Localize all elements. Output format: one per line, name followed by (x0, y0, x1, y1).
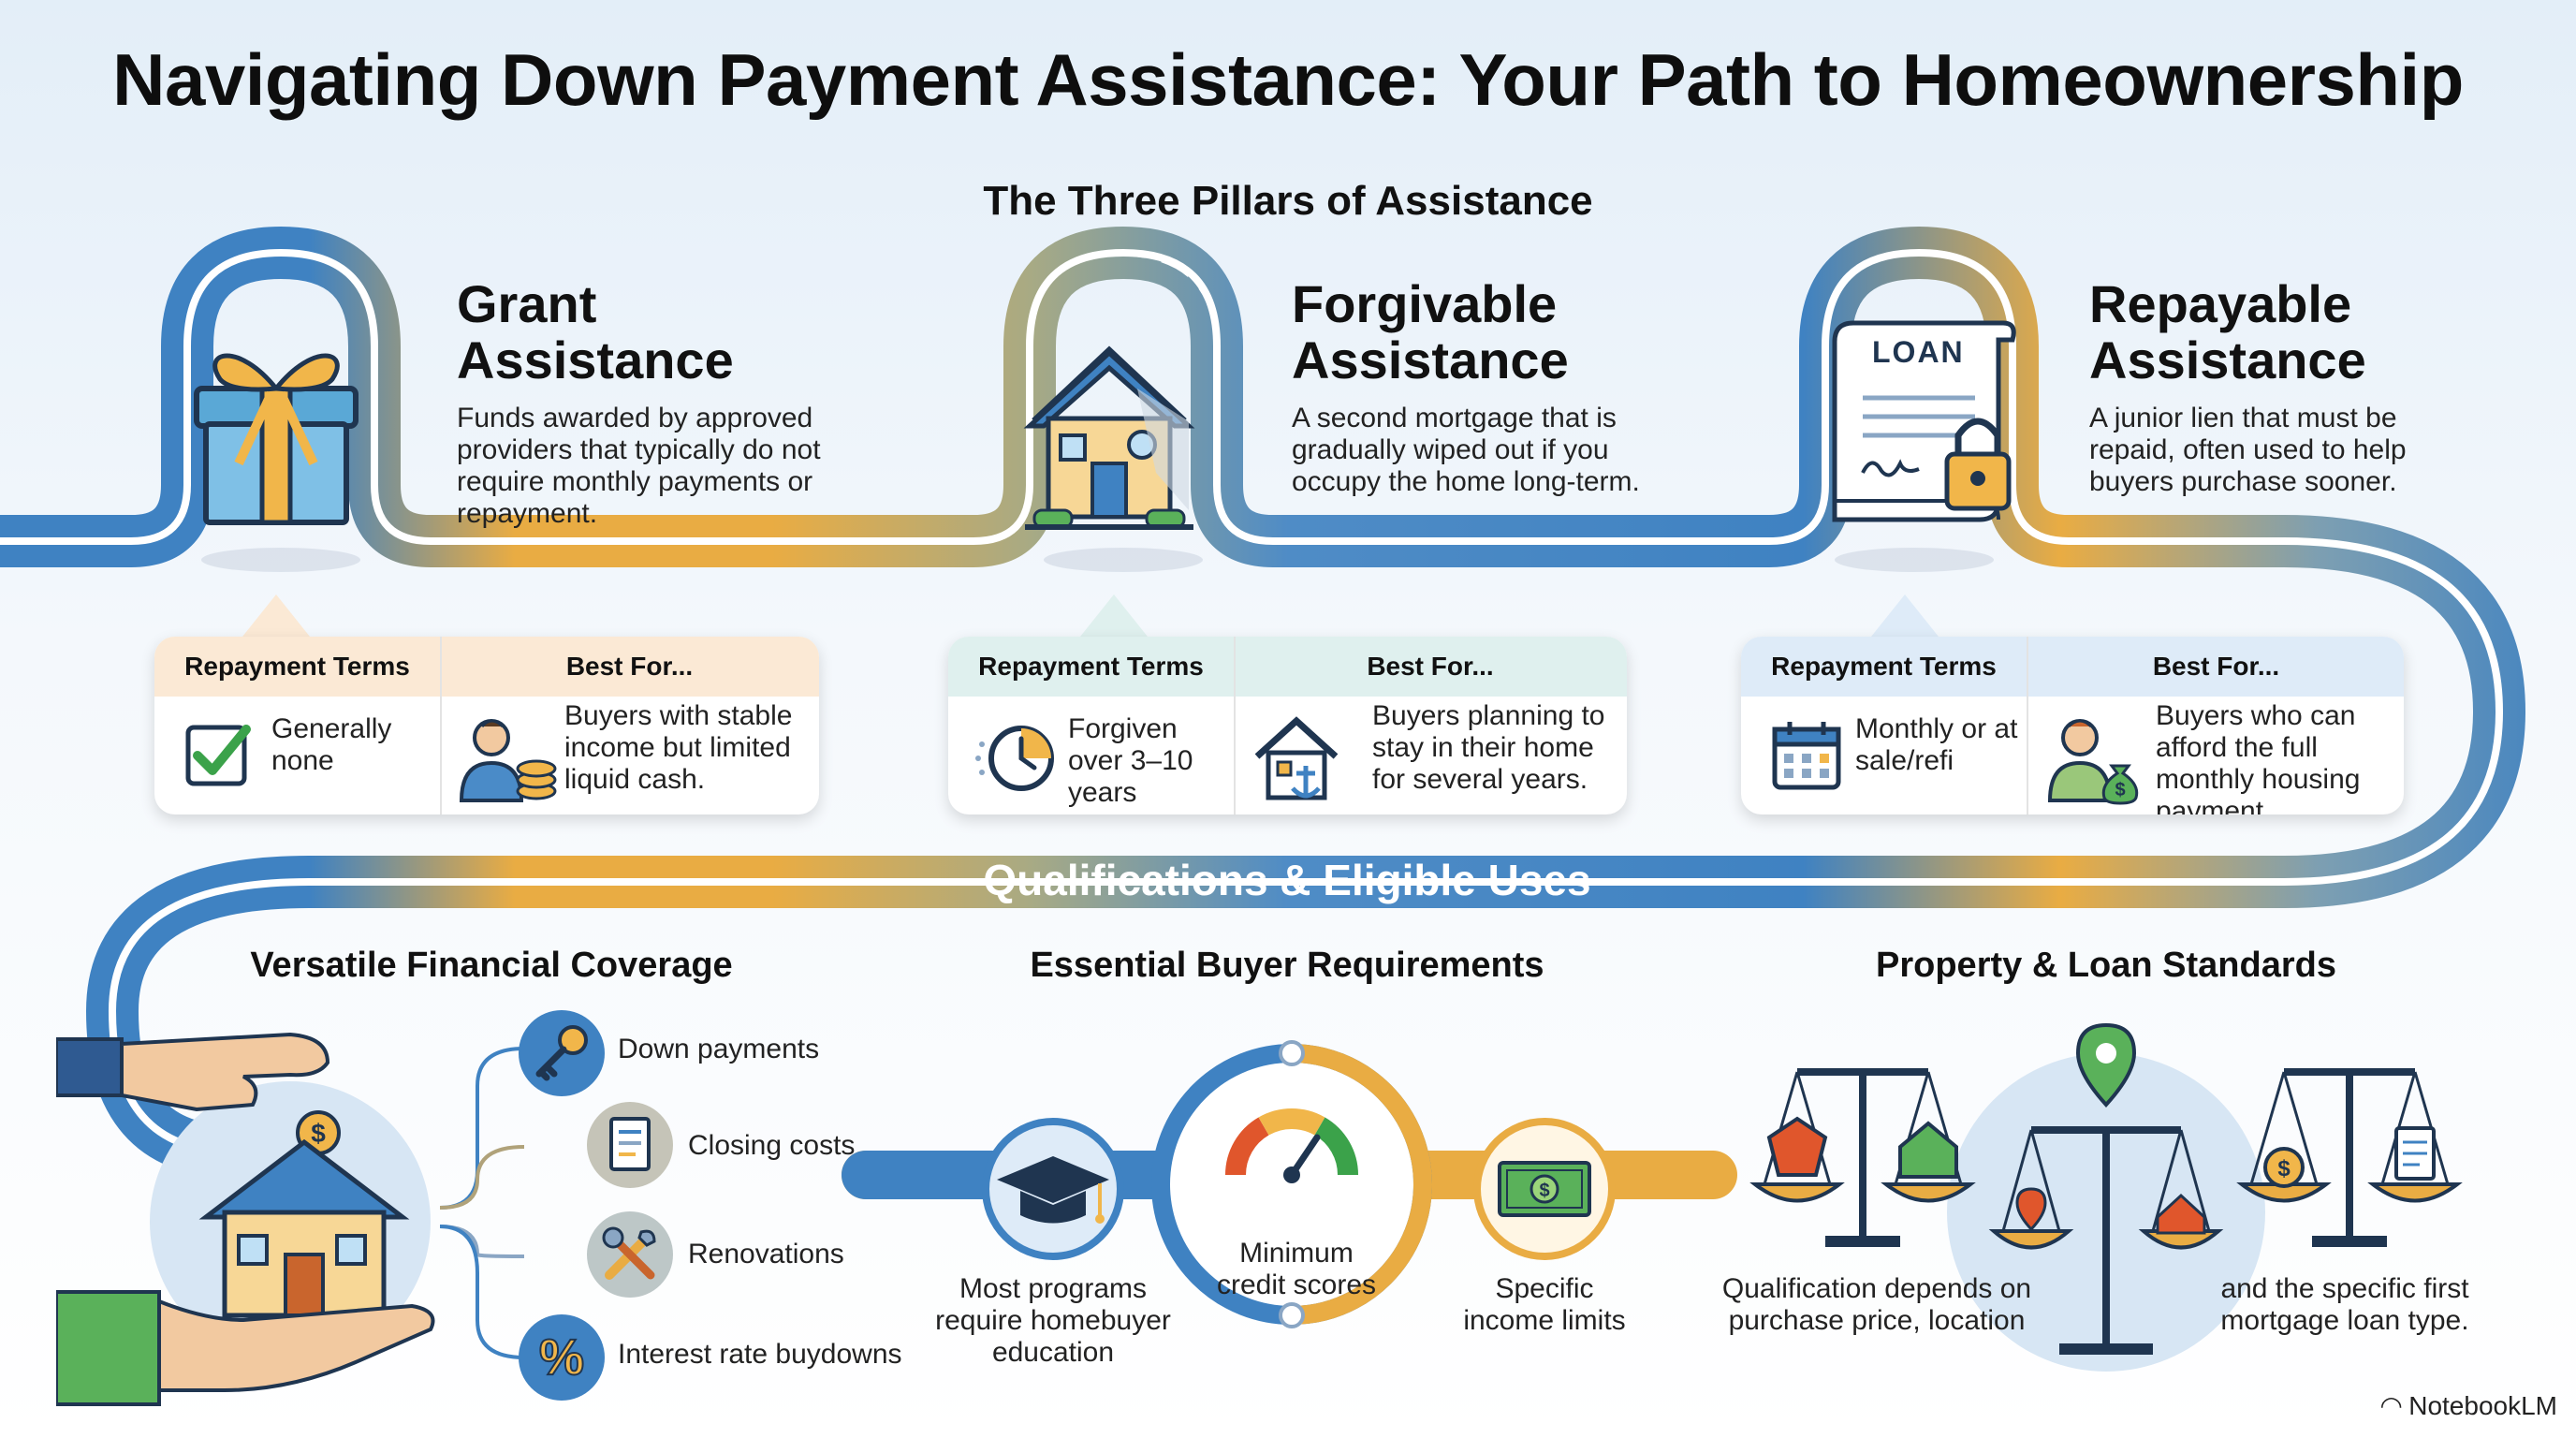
repayment-terms-header: Repayment Terms (184, 652, 410, 681)
pillar-grant-description: Funds awarded by approved providers that… (457, 403, 821, 529)
svg-text:$: $ (2115, 780, 2125, 800)
use-renovations: Renovations (688, 1239, 844, 1269)
credit-ring (1151, 1040, 1433, 1328)
brand-mark: ◠ NotebookLM (2380, 1391, 2557, 1420)
repayment-terms-value: Generally none (271, 713, 392, 776)
gift-icon (194, 353, 359, 525)
card-pointer (239, 594, 314, 641)
standards-right-text: and the specific first mortgage loan typ… (2220, 1273, 2469, 1336)
person-coins-icon (459, 719, 557, 802)
card-pointer (1076, 594, 1151, 641)
best-for-header: Best For... (2152, 652, 2280, 681)
forgivable-terms-card: Repayment Terms Best For... Forgiven ove… (948, 637, 1627, 814)
calendar-icon (1772, 722, 1841, 790)
repayment-terms-header: Repayment Terms (1771, 652, 1997, 681)
credit-score-label: Minimum credit scores (1216, 1238, 1377, 1300)
use-interest-rate-buydowns: Interest rate buydowns (618, 1339, 902, 1370)
best-for-value: Buyers planning to stay in their home fo… (1372, 700, 1605, 795)
best-for-header: Best For... (1367, 652, 1494, 681)
qualifications-banner: Qualifications & Eligible Uses (983, 856, 1591, 904)
svg-text:$: $ (2277, 1156, 2291, 1181)
person-money-bag-icon: $ (2047, 719, 2139, 805)
education-requirement: Most programs require homebuyer educatio… (935, 1273, 1171, 1368)
best-for-value: Buyers with stable income but limited li… (564, 700, 793, 795)
card-pointer (1867, 594, 1942, 641)
page-title: Navigating Down Payment Assistance: Your… (112, 38, 2464, 121)
notebooklm-logo-icon: ◠ (2380, 1391, 2409, 1420)
graduation-cap-icon (982, 1118, 1124, 1260)
best-for-header: Best For... (565, 652, 694, 681)
pillars-heading: The Three Pillars of Assistance (983, 178, 1593, 224)
income-requirement: Specific income limits (1463, 1273, 1626, 1336)
standards-heading: Property & Loan Standards (1876, 946, 2336, 985)
repayment-terms-value: Monthly or at sale/refi (1855, 713, 2018, 776)
svg-text:$: $ (1539, 1181, 1549, 1201)
key-icon (519, 1010, 605, 1096)
speedometer-icon (1224, 1108, 1359, 1183)
pillar-forgivable-description: A second mortgage that is gradually wipe… (1292, 403, 1640, 497)
coverage-connectors (440, 1047, 525, 1359)
house-icon (1023, 345, 1195, 530)
repayment-terms-header: Repayment Terms (978, 652, 1204, 681)
document-icon (587, 1102, 673, 1188)
pillar-repayable-description: A junior lien that must be repaid, often… (2089, 403, 2407, 497)
grant-terms-card: Repayment Terms Best For... Generally no… (154, 637, 819, 814)
svg-text:%: % (539, 1329, 584, 1386)
tools-icon (587, 1211, 673, 1298)
checkmark-icon (185, 725, 251, 786)
best-for-value: Buyers who can afford the full monthly h… (2156, 700, 2361, 814)
repayment-terms-value: Forgiven over 3–10 years (1068, 713, 1193, 808)
hands-house-illustration: $ (56, 1032, 435, 1406)
loan-document-icon (1832, 320, 2016, 522)
loan-label: LOAN (1872, 335, 1965, 369)
coverage-heading: Versatile Financial Coverage (250, 946, 733, 985)
use-closing-costs: Closing costs (688, 1130, 856, 1161)
clock-icon (975, 726, 1054, 791)
house-anchor-icon (1254, 716, 1339, 800)
requirements-heading: Essential Buyer Requirements (1030, 946, 1544, 985)
standards-left-text: Qualification depends on purchase price,… (1721, 1273, 2032, 1336)
income-cash-icon: $ (1473, 1118, 1616, 1260)
percent-icon: % (519, 1314, 605, 1401)
repayable-terms-card: Repayment Terms Best For... Monthly or a… (1741, 637, 2404, 814)
scales-illustration: $ (1749, 1022, 2463, 1372)
use-down-payments: Down payments (618, 1034, 820, 1064)
svg-text:$: $ (311, 1119, 326, 1148)
